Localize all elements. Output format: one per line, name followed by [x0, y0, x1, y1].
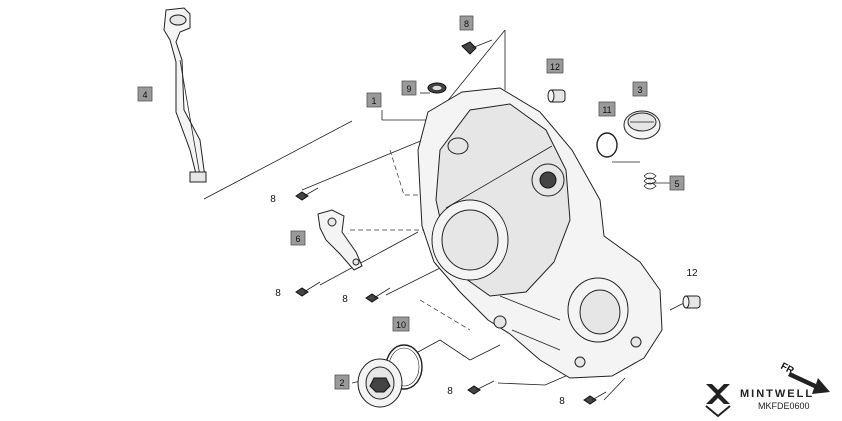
callout-8-e: 8	[559, 396, 565, 407]
svg-text:4: 4	[142, 90, 147, 100]
svg-text:8: 8	[464, 19, 469, 29]
arm-part-6	[317, 209, 363, 271]
oil-seal-9	[427, 82, 447, 94]
callout-12-top: 12	[546, 58, 564, 74]
callout-8-d: 8	[447, 386, 453, 397]
callout-8-top: 8	[459, 15, 474, 31]
o-ring-11	[596, 132, 618, 158]
callout-1: 1	[366, 92, 382, 108]
callout-11: 11	[598, 101, 616, 117]
svg-text:10: 10	[396, 320, 406, 330]
shift-shaft-part	[163, 7, 207, 183]
oil-filler-cap-3	[623, 110, 661, 140]
brand-logo: MINTWELL	[705, 384, 814, 418]
spring-5	[643, 172, 657, 190]
clutch-cover-part	[417, 87, 663, 379]
callout-12-right: 12	[686, 268, 698, 279]
svg-text:1: 1	[371, 96, 376, 106]
bolt-top	[461, 39, 493, 55]
callout-6: 6	[290, 230, 306, 246]
callout-8-c: 8	[342, 294, 348, 305]
callout-8-a: 8	[270, 194, 276, 205]
svg-text:3: 3	[637, 85, 642, 95]
bolts-8	[295, 187, 607, 405]
plug-cap-2	[357, 358, 403, 408]
svg-text:12: 12	[550, 62, 560, 72]
callout-8-b: 8	[275, 288, 281, 299]
callout-10: 10	[392, 316, 410, 332]
callout-3: 3	[632, 81, 648, 97]
brand-name: MINTWELL	[740, 388, 814, 400]
callout-9: 9	[401, 80, 417, 96]
svg-text:5: 5	[674, 179, 679, 189]
dowel-pin-12-top	[547, 89, 566, 103]
svg-text:9: 9	[406, 84, 411, 94]
callout-4: 4	[137, 86, 153, 102]
svg-text:11: 11	[602, 105, 611, 115]
svg-text:2: 2	[339, 378, 344, 388]
drawing-code: MKFDE0600	[758, 401, 810, 411]
dowel-pin-12-right	[682, 295, 701, 309]
svg-text:6: 6	[295, 234, 300, 244]
callout-2: 2	[334, 374, 350, 390]
callout-5: 5	[669, 175, 685, 191]
